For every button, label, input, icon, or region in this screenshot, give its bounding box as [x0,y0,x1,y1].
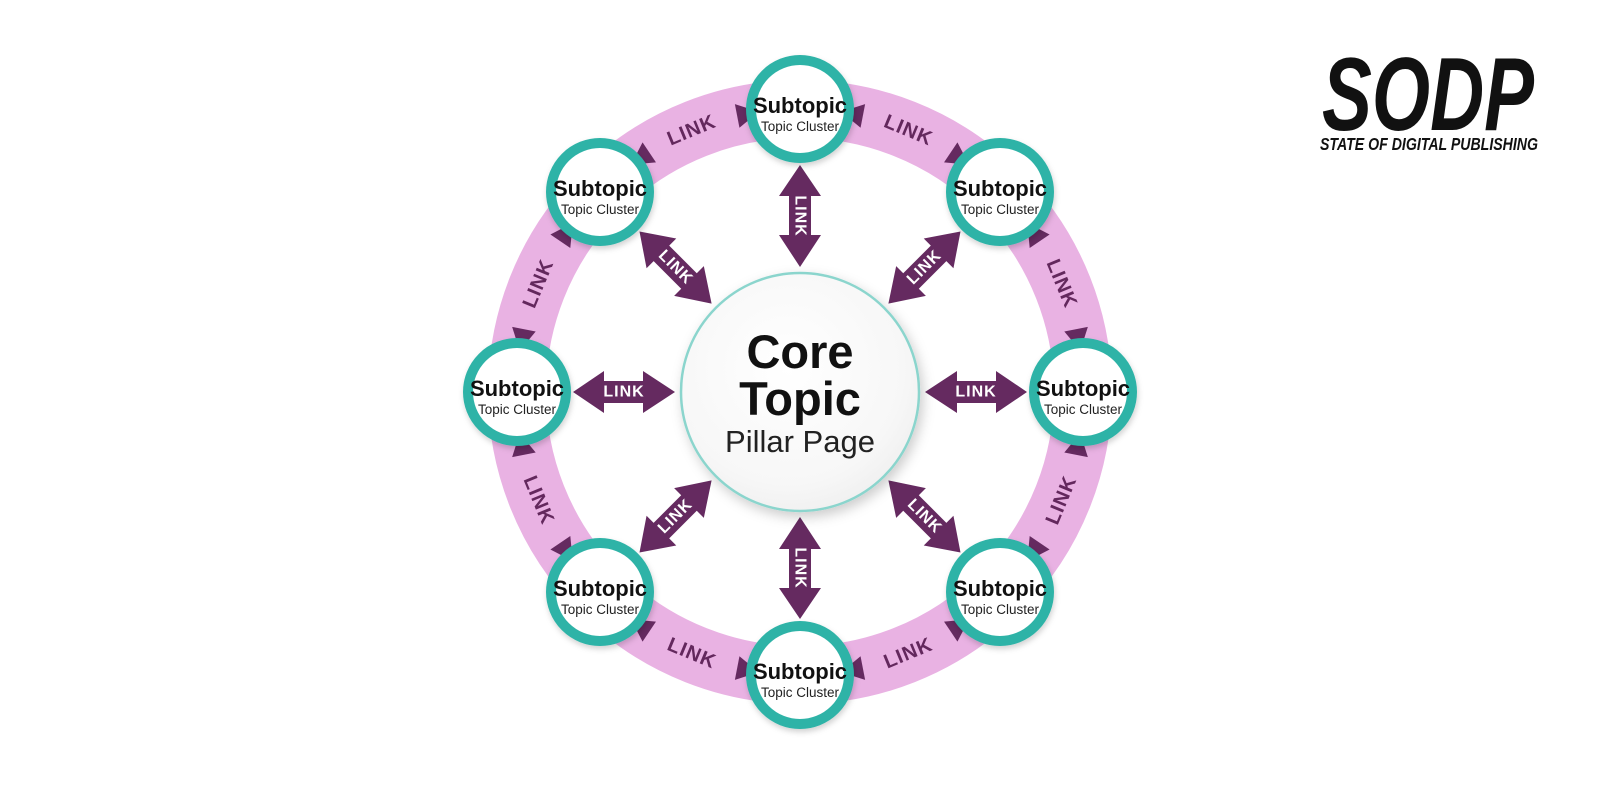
subtopic-subtitle: Topic Cluster [761,685,840,700]
subtopic-title: Subtopic [953,176,1047,201]
subtopic-title: Subtopic [553,176,647,201]
subtopic-circle-top-left [546,138,654,246]
subtopic-circle-bottom [746,621,854,729]
subtopic-subtitle: Topic Cluster [961,602,1040,617]
core-title-line2: Topic [739,372,861,425]
subtopic-circle-right [1029,338,1137,446]
subtopic-node-bottom-right: Subtopic Topic Cluster [953,576,1047,617]
subtopic-node-left: Subtopic Topic Cluster [470,376,564,417]
subtopic-rings [463,55,1137,729]
subtopic-circle-top-right [946,138,1054,246]
spoke-link-label: LINK [792,195,809,236]
core-title-line1: Core [746,325,853,378]
subtopic-circle-top [746,55,854,163]
core-topic-node: Core Topic Pillar Page [679,271,921,513]
logo-tagline: STATE OF DIGITAL PUBLISHING [1320,134,1538,154]
subtopic-circle-bottom-right [946,538,1054,646]
subtopic-title: Subtopic [470,376,564,401]
subtopic-circle-bottom-left [546,538,654,646]
subtopic-subtitle: Topic Cluster [561,602,640,617]
subtopic-node-bottom: Subtopic Topic Cluster [753,659,847,700]
core-subtitle: Pillar Page [725,424,875,459]
subtopic-circle-left [463,338,571,446]
subtopic-subtitle: Topic Cluster [961,202,1040,217]
subtopic-subtitle: Topic Cluster [561,202,640,217]
subtopic-subtitle: Topic Cluster [478,402,557,417]
subtopic-node-bottom-left: Subtopic Topic Cluster [553,576,647,617]
spoke-link-label: LINK [603,384,644,401]
sodp-logo: SODP STATE OF DIGITAL PUBLISHING [1320,37,1538,154]
subtopic-node-top: Subtopic Topic Cluster [753,93,847,134]
spoke-link-label: LINK [955,384,996,401]
subtopic-subtitle: Topic Cluster [761,119,840,134]
logo-wordmark: SODP [1322,37,1534,153]
subtopic-title: Subtopic [753,93,847,118]
subtopic-labels: Subtopic Topic Cluster Subtopic Topic Cl… [470,93,1130,700]
spoke-link-label: LINK [792,547,809,588]
subtopic-title: Subtopic [753,659,847,684]
subtopic-node-top-right: Subtopic Topic Cluster [953,176,1047,217]
subtopic-title: Subtopic [553,576,647,601]
subtopic-node-right: Subtopic Topic Cluster [1036,376,1130,417]
core-circle [679,271,921,513]
subtopic-title: Subtopic [953,576,1047,601]
subtopic-title: Subtopic [1036,376,1130,401]
subtopic-node-top-left: Subtopic Topic Cluster [553,176,647,217]
subtopic-subtitle: Topic Cluster [1044,402,1123,417]
